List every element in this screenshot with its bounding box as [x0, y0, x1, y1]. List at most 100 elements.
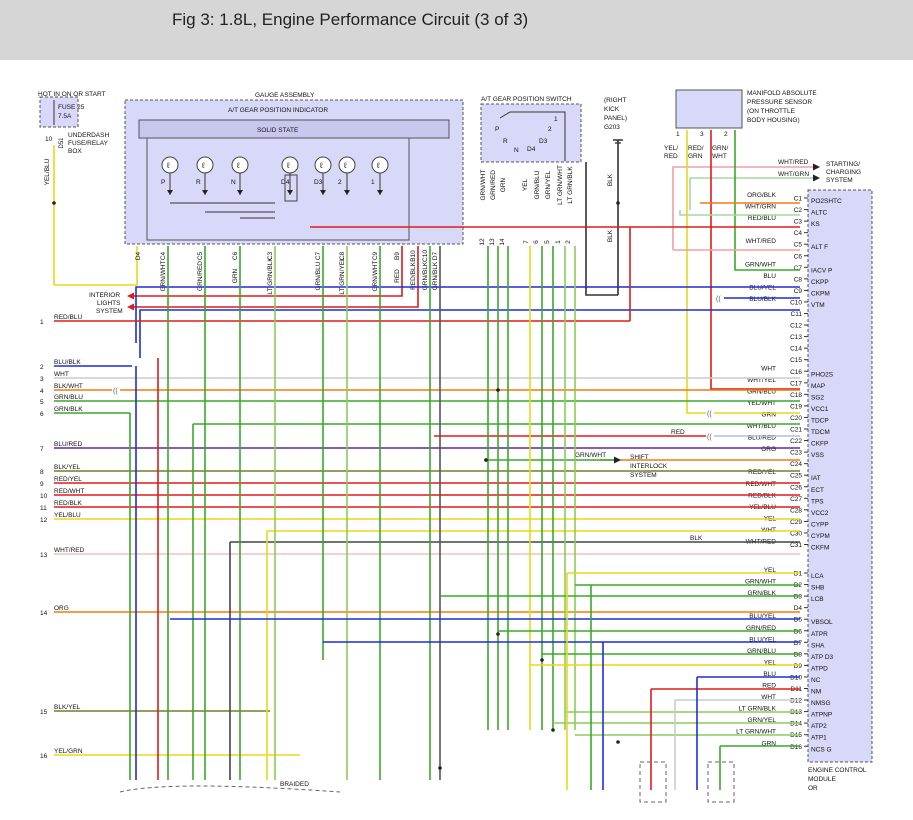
ecm-wire-label: YEL: [764, 567, 777, 574]
fuse-box-label: FUSE/RELAY: [68, 140, 109, 147]
starting-system-label: STARTING/: [826, 161, 860, 168]
ecm-function-lca: LCA: [811, 573, 824, 580]
ecm-pin-C15: C15: [790, 357, 802, 364]
ecm-function-nmsg: NMSG: [811, 700, 831, 707]
left-wire-label: WHT: [54, 371, 69, 378]
lamp-label: 2: [338, 179, 342, 186]
ecm-wire-label: WHT/RED: [746, 238, 777, 245]
ecm-pin-C3: C3: [794, 219, 803, 226]
ecm-function-atp2: ATP2: [811, 723, 827, 730]
ecm-pin-D16: D16: [790, 744, 802, 751]
ecm-function-tps: TPS: [811, 498, 824, 505]
lamp-filament-icon: ℓ: [236, 161, 240, 170]
mid-blk-label: BLK: [690, 535, 703, 542]
diode-icon: [320, 190, 326, 195]
ecm-wire-label: LT GRN/BLK: [739, 706, 777, 713]
ecm-wire-label: GRN: [762, 411, 777, 418]
ecm-pin-C20: C20: [790, 415, 802, 422]
lamp-r-icon: [196, 156, 214, 174]
ecm-function-tdcm: TDCM: [811, 429, 830, 436]
lamp-1-icon: [371, 156, 389, 174]
gauge-pin-c9: C9: [372, 251, 379, 260]
ecm-pin-C26: C26: [790, 484, 802, 491]
ecm-function-atpd: ATPD: [811, 665, 828, 672]
left-wire-number: 1: [40, 319, 44, 326]
starting-system-label: CHARGING: [826, 169, 861, 176]
lamp-filament-icon: ℓ: [319, 161, 323, 170]
switch-position-2: 2: [548, 126, 552, 133]
left-wire-number: 6: [40, 411, 44, 418]
gauge-wire-label: LT GRN/BLK: [267, 257, 274, 295]
at-wire-label: GRN/BLU: [534, 170, 541, 199]
ecm-function-altc: ALTC: [811, 210, 827, 217]
ecm-pin-C19: C19: [790, 403, 802, 410]
left-wire-number: 16: [40, 753, 48, 760]
fuse-wire-label: YEL/BLU: [44, 158, 51, 185]
ecm-function-altf: ALT F: [811, 244, 828, 251]
left-wire-label: RED/BLK: [54, 500, 82, 507]
gauge-wire-label: RED: [394, 269, 401, 283]
gauge-pin-c7: C7: [315, 251, 322, 260]
ecm-pin-D4: D4: [794, 605, 803, 612]
at-wire-label: GRN/YEL: [545, 170, 552, 199]
left-wire-label: BLK/WHT: [54, 383, 83, 390]
ecm-function-pho2s: PHO2S: [811, 371, 834, 378]
left-wire-number: 8: [40, 469, 44, 476]
left-wire-number: 2: [40, 364, 44, 371]
ecm-pin-C7: C7: [794, 265, 803, 272]
at-pin-13: 13: [489, 238, 496, 246]
ecm-pin-C28: C28: [790, 507, 802, 514]
gauge-wire-label: RED/BLK: [410, 261, 417, 289]
ecm-pin-C22: C22: [790, 438, 802, 445]
left-wire-label: YEL/GRN: [54, 748, 83, 755]
ground-label: PANEL): [604, 115, 627, 122]
ecm-box: [807, 189, 873, 763]
connector-4: ((: [113, 388, 118, 395]
ecm-pin-C24: C24: [790, 461, 802, 468]
switch-position-d3: D3: [539, 138, 548, 145]
lamp-filament-icon: ℓ: [201, 161, 205, 170]
left-wire-label: YEL/BLU: [54, 512, 81, 519]
ecm-function-atpr: ATPR: [811, 631, 828, 638]
ecm-pin-C16: C16: [790, 369, 802, 376]
ecm-pin-C21: C21: [790, 427, 802, 434]
ecm-function-ks: KS: [811, 221, 820, 228]
gauge-subtitle: A/T GEAR POSITION INDICATOR: [228, 107, 328, 114]
interior-lights-label: SYSTEM: [96, 308, 123, 315]
ecm-function-vbsol: VBSOL: [811, 619, 833, 626]
at-wire-label: GRN: [500, 177, 507, 192]
ecm-wire-label: WHT/YEL: [747, 377, 776, 384]
connector-c19: ((: [707, 411, 712, 418]
ecm-function-vss: VSS: [811, 452, 825, 459]
ecm-pin-D3: D3: [794, 594, 803, 601]
ecm-wire-label: YEL/WHT: [747, 400, 776, 407]
map-wire-label: YEL/: [664, 145, 678, 152]
gauge-pin-d7: D7: [432, 251, 439, 260]
ground-label: G203: [604, 124, 620, 131]
ecm-pin-C23: C23: [790, 450, 802, 457]
interior-lights-label: LIGHTS: [97, 300, 121, 307]
lamp-d4-icon: [281, 156, 299, 174]
left-wire-label: WHT/RED: [54, 547, 85, 554]
left-wire-number: 15: [40, 709, 48, 716]
ecm-function-atp1: ATP1: [811, 735, 827, 742]
at-wire-label: YEL: [522, 178, 529, 191]
ecm-pin-C8: C8: [794, 276, 803, 283]
lamp-filament-icon: ℓ: [343, 161, 347, 170]
splice-dot: [616, 201, 620, 205]
ecm-pin-D9: D9: [794, 663, 803, 670]
ecm-function-vcc2: VCC2: [811, 510, 829, 517]
diagram-svg: C1ORG/BLKPO2SHTCC2WHT/GRNALTCC3RED/BLUKS…: [38, 89, 873, 803]
ecm-wire-label: GRN/BLU: [747, 648, 776, 655]
switch-position-n: N: [514, 147, 519, 154]
ecm-function-vtm: VTM: [811, 302, 825, 309]
gauge-wire-label: GRN/BLU: [315, 261, 322, 290]
arrow-interior: [127, 303, 134, 311]
left-wire-number: 3: [40, 376, 44, 383]
arrow-interior: [127, 292, 134, 300]
ecm-function-nc: NC: [811, 677, 821, 684]
ecm-label: ENGINE CONTROL: [808, 767, 867, 774]
diode-icon: [202, 190, 208, 195]
ecm-function-nm: NM: [811, 689, 821, 696]
gauge-pin-c3: C3: [267, 251, 274, 260]
